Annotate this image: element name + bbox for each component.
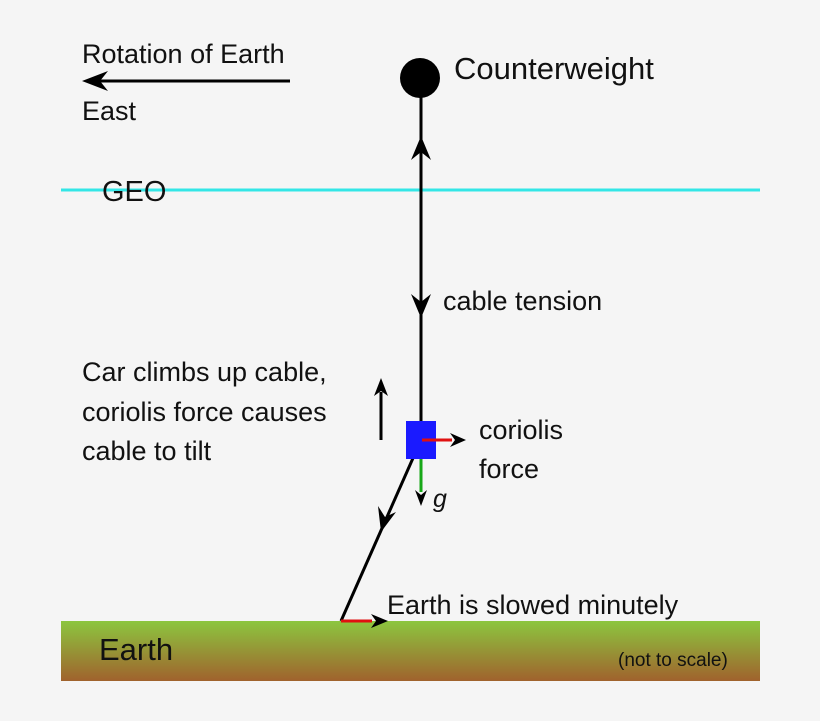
gravity-arrow [415,459,427,506]
rotation-arrow [82,71,290,91]
coriolis-label-1: coriolis [479,415,563,445]
earth-surface [61,621,760,681]
coriolis-label-2: force [479,454,539,484]
climb-arrow [374,378,388,440]
tension-up-arrowhead [411,136,431,160]
tilt-tension-arrowhead [378,506,396,532]
earth-slowed-arrow [341,614,388,628]
coriolis-force-arrow [422,433,466,447]
counterweight-ball [400,58,440,98]
geo-label: GEO [102,176,166,208]
cable-tension-label: cable tension [443,286,602,316]
car-climb-line-2: coriolis force causes [82,397,327,427]
car-climb-line-1: Car climbs up cable, [82,357,327,387]
rotation-label: Rotation of Earth [82,39,285,69]
not-to-scale-note: (not to scale) [618,650,728,671]
counterweight-label: Counterweight [454,51,654,86]
east-label: East [82,96,137,126]
earth-label: Earth [99,632,173,667]
car-climb-line-3: cable to tilt [82,436,212,466]
earth-slowed-label: Earth is slowed minutely [387,590,679,620]
gravity-label: g [433,485,447,513]
tension-down-arrowhead [411,294,431,318]
